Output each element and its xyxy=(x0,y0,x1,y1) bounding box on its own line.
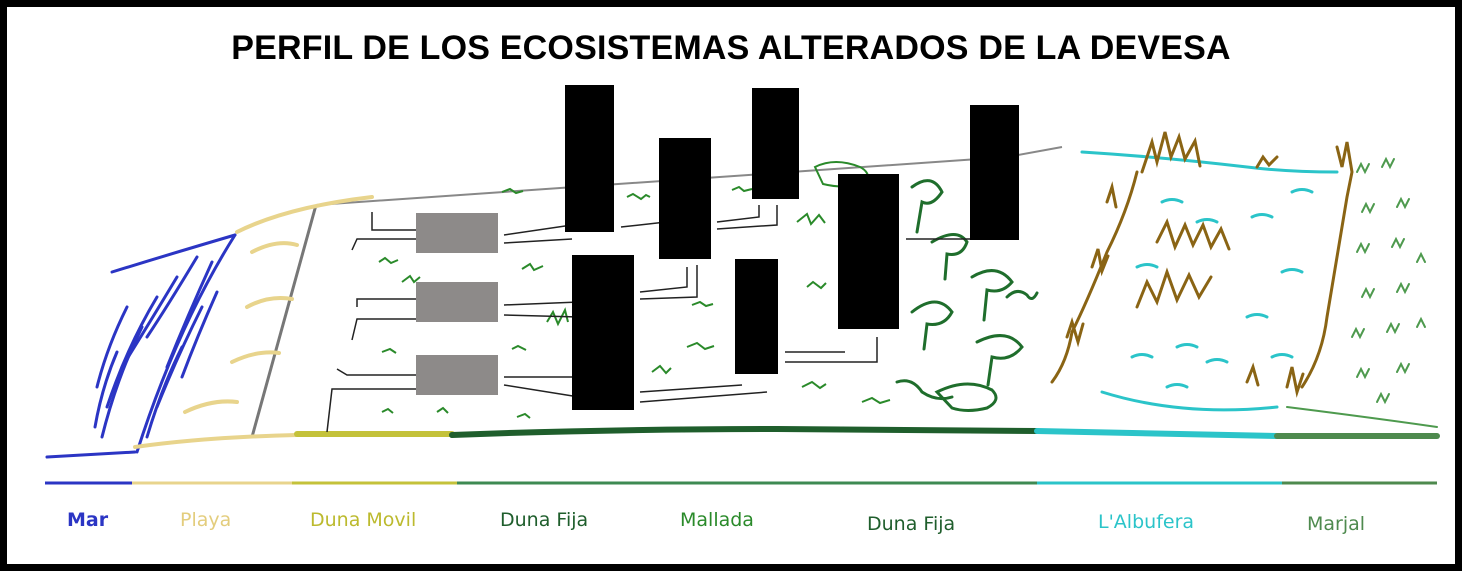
redacted-block-2 xyxy=(659,138,711,259)
albufera-lake xyxy=(1080,150,1339,412)
marsh-vegetation xyxy=(1286,156,1438,428)
zone-label-duna-movil: Duna Movil xyxy=(310,509,417,531)
pine-trees xyxy=(895,179,1039,412)
zone-label-mallada: Mallada xyxy=(680,509,754,531)
redacted-label-box-1 xyxy=(416,213,498,253)
diagram-title: PERFIL DE LOS ECOSISTEMAS ALTERADOS DE L… xyxy=(231,29,1231,67)
leader-lines xyxy=(326,205,977,433)
sea-waves xyxy=(45,233,237,459)
zone-label-duna-fija: Duna Fija xyxy=(500,509,589,531)
redacted-block-4 xyxy=(838,174,899,329)
redacted-block-6 xyxy=(572,255,634,410)
reed-beds xyxy=(1050,131,1354,398)
zone-label-albufera: L'Albufera xyxy=(1098,511,1195,533)
redacted-block-5 xyxy=(970,105,1019,240)
ecosystem-profile-illustration xyxy=(45,131,1440,485)
redacted-block-3 xyxy=(752,88,799,199)
redacted-block-7 xyxy=(735,259,778,374)
diagram-frame: PERFIL DE LOS ECOSISTEMAS ALTERADOS DE L… xyxy=(7,7,1455,564)
zone-label-playa: Playa xyxy=(180,509,232,531)
redacted-label-box-3 xyxy=(416,355,498,395)
zone-label-mar: Mar xyxy=(67,509,109,531)
redacted-label-box-2 xyxy=(416,282,498,322)
zone-label-duna-fija-2: Duna Fija xyxy=(867,513,956,535)
beach-sand xyxy=(133,195,374,449)
redacted-block-1 xyxy=(565,85,614,232)
zone-label-marjal: Marjal xyxy=(1307,513,1366,535)
zone-ground-lines xyxy=(294,426,1440,439)
